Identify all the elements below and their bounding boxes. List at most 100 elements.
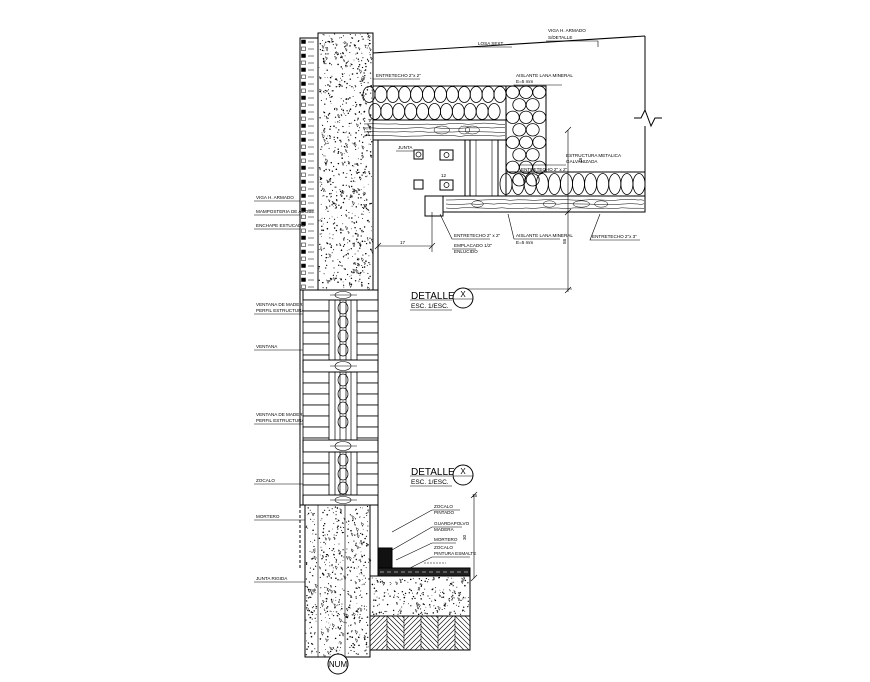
concrete-speckle — [397, 596, 400, 598]
aggregate-stone — [322, 129, 326, 134]
window-frame-profile — [302, 426, 330, 439]
concrete-speckle — [449, 590, 451, 592]
concrete-speckle — [349, 65, 351, 67]
concrete-speckle — [353, 644, 355, 646]
concrete-speckle — [346, 82, 348, 85]
concrete-speckle — [435, 587, 437, 589]
concrete-speckle — [320, 53, 322, 55]
window-frame-profile — [356, 473, 379, 486]
concrete-speckle — [341, 190, 344, 192]
concrete-speckle — [348, 606, 350, 608]
concrete-speckle — [338, 204, 340, 206]
concrete-speckle — [373, 605, 375, 607]
concrete-speckle — [354, 232, 357, 235]
concrete-speckle — [359, 34, 361, 35]
aggregate-stone — [343, 575, 347, 581]
concrete-speckle — [441, 596, 443, 598]
window-frame-profile — [356, 382, 379, 395]
wood-knot — [572, 200, 590, 208]
concrete-speckle — [359, 176, 361, 179]
window-frame-profile — [356, 451, 379, 464]
concrete-speckle — [357, 636, 360, 639]
concrete-speckle — [367, 521, 368, 523]
concrete-speckle — [369, 54, 371, 56]
concrete-speckle — [350, 134, 352, 136]
concrete-speckle — [368, 646, 369, 648]
concrete-speckle — [345, 62, 348, 64]
concrete-speckle — [361, 66, 364, 69]
concrete-speckle — [333, 522, 335, 524]
concrete-speckle — [365, 166, 367, 168]
concrete-speckle — [361, 229, 363, 231]
concrete-speckle — [314, 565, 317, 567]
concrete-speckle — [332, 234, 334, 236]
concrete-speckle — [337, 271, 339, 273]
concrete-speckle — [361, 240, 364, 243]
aggregate-stone — [328, 198, 331, 203]
concrete-speckle — [331, 90, 333, 92]
concrete-speckle — [349, 635, 351, 638]
concrete-speckle — [311, 611, 314, 614]
concrete-speckle — [367, 36, 369, 38]
concrete-speckle — [324, 592, 326, 594]
concrete-speckle — [397, 593, 399, 595]
concrete-speckle — [330, 183, 332, 186]
concrete-speckle — [329, 617, 331, 620]
concrete-speckle — [369, 114, 372, 116]
facing-joint — [301, 151, 306, 156]
aggregate-stone — [354, 629, 358, 635]
concrete-speckle — [331, 628, 334, 630]
concrete-speckle — [342, 281, 344, 283]
window-frame-profile — [356, 299, 379, 312]
aggregate-stone — [353, 43, 356, 48]
concrete-speckle — [385, 591, 387, 593]
concrete-speckle — [329, 194, 331, 196]
window-frame-profile — [302, 299, 330, 312]
concrete-speckle — [377, 605, 379, 607]
concrete-speckle — [322, 281, 324, 284]
concrete-speckle — [428, 579, 430, 580]
concrete-speckle — [318, 651, 321, 654]
concrete-speckle — [358, 130, 360, 132]
concrete-speckle — [368, 261, 370, 264]
concrete-speckle — [364, 200, 366, 201]
concrete-speckle — [357, 76, 359, 78]
concrete-speckle — [365, 65, 367, 68]
herringbone-line — [459, 616, 470, 627]
concrete-speckle — [332, 238, 334, 240]
concrete-speckle — [363, 608, 365, 610]
concrete-speckle — [324, 77, 326, 79]
concrete-speckle — [443, 592, 445, 595]
concrete-speckle — [367, 272, 369, 274]
concrete-speckle — [371, 141, 373, 143]
concrete-speckle — [342, 245, 345, 247]
concrete-speckle — [366, 505, 369, 508]
concrete-speckle — [355, 221, 358, 223]
concrete-speckle — [337, 519, 340, 522]
concrete-speckle — [356, 258, 359, 261]
concrete-speckle — [319, 117, 321, 119]
concrete-speckle — [315, 607, 317, 609]
concrete-speckle — [355, 653, 357, 655]
concrete-speckle — [366, 89, 369, 91]
concrete-speckle — [335, 277, 337, 280]
concrete-speckle — [371, 611, 374, 613]
concrete-speckle — [311, 618, 313, 620]
fixture-bracket — [439, 179, 454, 191]
concrete-speckle — [357, 40, 359, 43]
concrete-speckle — [313, 610, 315, 612]
concrete-speckle — [361, 134, 363, 136]
aggregate-stone — [330, 599, 334, 604]
concrete-speckle — [339, 105, 342, 107]
concrete-speckle — [367, 208, 369, 211]
concrete-speckle — [311, 614, 313, 616]
aggregate-stone — [321, 187, 325, 193]
aggregate-stone — [322, 58, 326, 64]
concrete-speckle — [366, 536, 368, 537]
concrete-speckle — [458, 594, 460, 597]
herringbone-line — [421, 651, 438, 668]
concrete-speckle — [326, 610, 329, 613]
aggregate-stone — [354, 638, 358, 644]
concrete-speckle — [338, 549, 340, 551]
concrete-speckle — [464, 610, 466, 612]
